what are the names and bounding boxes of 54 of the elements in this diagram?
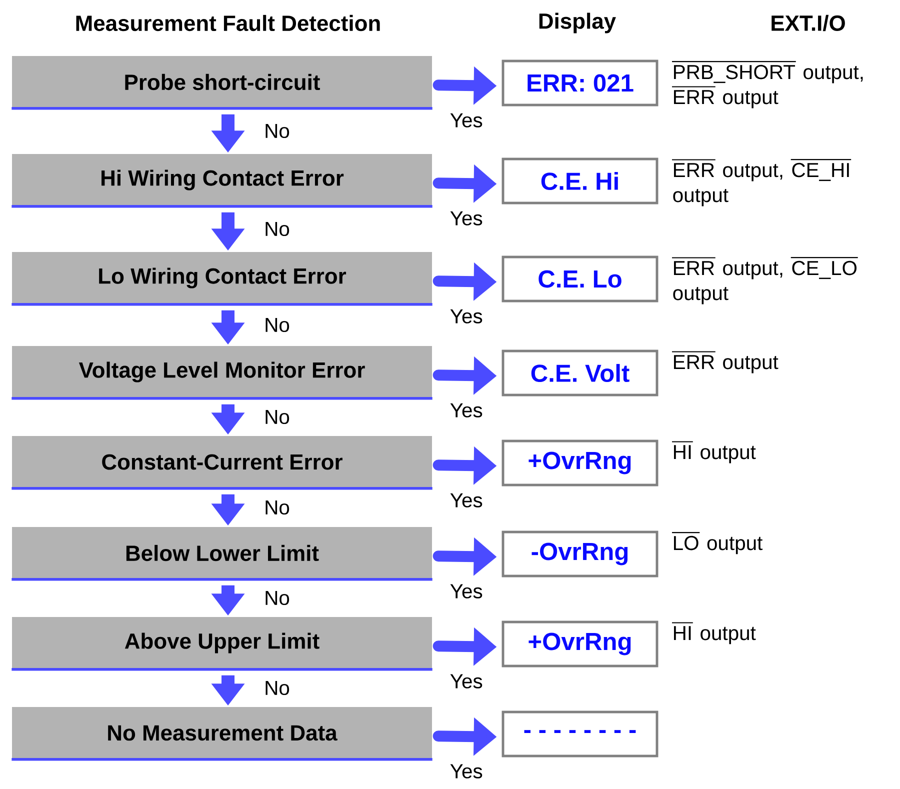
display-box: C.E. Lo	[502, 256, 658, 302]
fault-check-box: Lo Wiring Contact Error	[12, 252, 432, 306]
column-heading: EXT.I/O	[772, 14, 845, 32]
display-box: C.E. Hi	[502, 158, 658, 204]
output-label: output	[723, 356, 778, 374]
edge-label: Yes	[450, 493, 482, 508]
fault-check-box: Hi Wiring Contact Error	[12, 154, 432, 208]
edge-label: Yes	[450, 584, 482, 598]
edge-label: No	[266, 124, 290, 138]
signal-name: HI	[672, 622, 693, 640]
signal-name: ERR	[672, 351, 716, 369]
output-label: output	[723, 90, 778, 108]
edge-label: Yes	[450, 113, 482, 128]
edge-label: No	[266, 500, 290, 515]
edge-label: Yes	[450, 309, 482, 324]
fault-check-box: Above Upper Limit	[12, 617, 432, 671]
edge-label: Yes	[450, 403, 482, 418]
edge-label: No	[266, 680, 290, 696]
signal-name: PRB_SHORT	[672, 61, 796, 84]
signal-name: HI	[672, 441, 693, 459]
display-box: - - - - - - - -	[502, 710, 658, 758]
output-label: output,	[804, 66, 863, 84]
signal-name: ERR	[672, 86, 716, 104]
output-label: output	[673, 188, 728, 206]
output-label: output	[673, 286, 728, 304]
display-box: +OvrRng	[502, 440, 658, 486]
edge-label: Yes	[450, 764, 482, 778]
display-box: C.E. Volt	[502, 350, 658, 396]
fault-check-box: No Measurement Data	[12, 707, 432, 761]
fault-check-box: Constant-Current Error	[12, 436, 432, 490]
signal-name: ERR	[672, 257, 716, 275]
fault-check-box: Probe short-circuit	[12, 56, 432, 110]
column-heading: Display	[539, 12, 616, 34]
signal-name: ERR	[672, 159, 716, 177]
signal-name: CE_HI	[790, 159, 852, 182]
display-box: -OvrRng	[502, 530, 658, 578]
edge-label: No	[266, 318, 290, 332]
fault-check-box: Below Lower Limit	[12, 527, 432, 581]
output-label: output	[700, 626, 756, 644]
display-box: ERR: 021	[502, 60, 658, 106]
output-label: output	[700, 446, 756, 464]
output-label: output,	[723, 262, 782, 280]
display-box: +OvrRng	[502, 620, 658, 668]
edge-label: No	[266, 222, 290, 236]
output-label: output,	[723, 164, 782, 182]
edge-label: Yes	[450, 674, 482, 688]
edge-label: Yes	[450, 211, 482, 226]
fault-check-box: Voltage Level Monitor Error	[12, 346, 432, 400]
signal-name: LO	[672, 532, 700, 550]
column-heading: Measurement Fault Detection	[76, 14, 380, 32]
output-label: output	[707, 536, 763, 554]
signal-name: CE_LO	[790, 257, 858, 280]
edge-label: No	[266, 590, 290, 606]
edge-label: No	[266, 410, 290, 424]
